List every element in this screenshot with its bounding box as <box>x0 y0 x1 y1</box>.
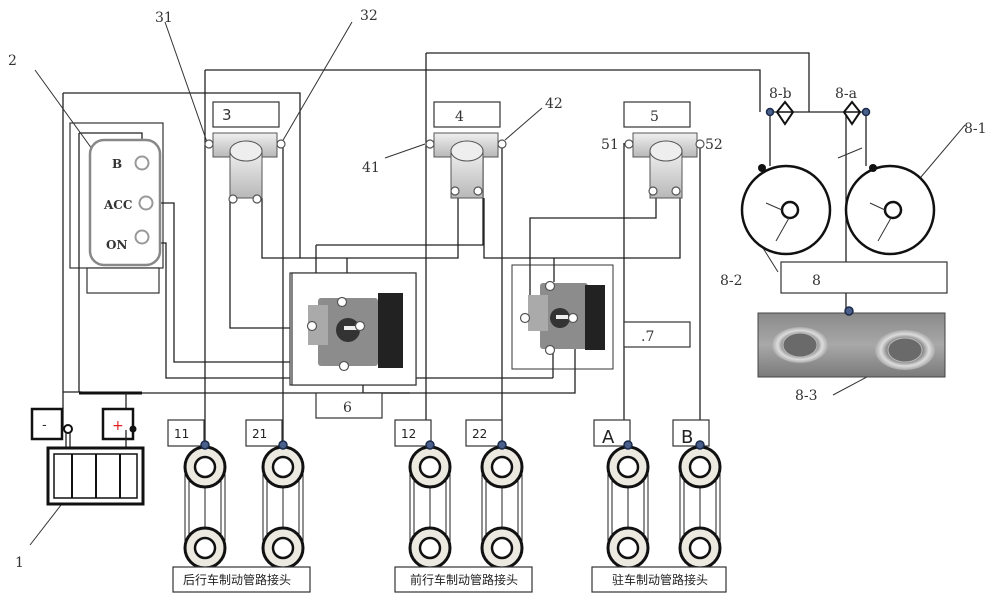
connector-port <box>623 440 633 450</box>
check-valves <box>765 100 871 126</box>
terminal-label-on: ON <box>106 238 127 252</box>
brake-connector-22: 22 <box>465 419 524 570</box>
label-52: 52 <box>705 137 723 153</box>
connector-port <box>425 440 435 450</box>
switch6-label: 6 <box>343 400 352 416</box>
terminal-label-acc: ACC <box>103 198 132 212</box>
label-41: 41 <box>362 160 380 176</box>
valve5-label: 5 <box>650 109 659 125</box>
reservoir-8-2 <box>740 164 832 256</box>
battery: - + <box>30 407 145 506</box>
group-captions: 后行车制动管路接头 前行车制动管路接头 驻车制动管路接头 <box>172 566 727 593</box>
sensor-plate-8-3 <box>757 306 946 378</box>
label-8-1: 8-1 <box>964 121 987 137</box>
brake-connector-12: 12 <box>394 419 452 570</box>
brake-connector-21: 21 <box>245 419 305 570</box>
brake-connector-b: B <box>672 419 722 570</box>
caption-rear-service-brake: 后行车制动管路接头 <box>183 572 291 587</box>
callout-labels: 2 31 32 41 42 51 52 8-b 8-a 8-1 8-2 8-3 … <box>8 8 987 571</box>
terminal-b <box>134 155 150 171</box>
solenoid-valve-5: 5 <box>623 101 705 199</box>
brake-connector-a: A <box>593 419 650 570</box>
terminal-label-b: B <box>112 157 122 171</box>
connector-label: A <box>602 427 615 448</box>
connector-label: B <box>681 427 693 448</box>
terminal-on <box>134 229 150 245</box>
reservoir-8-1 <box>844 164 936 256</box>
valve4-label: 4 <box>455 109 464 125</box>
connector-label: 12 <box>401 427 416 441</box>
valve3-label: 3 <box>222 106 232 124</box>
connector-label: 22 <box>472 427 487 441</box>
connector-port <box>278 440 288 450</box>
label-31: 31 <box>155 10 173 26</box>
label-8-2: 8-2 <box>720 273 743 289</box>
label-8-b: 8-b <box>769 86 792 102</box>
connector-label: 11 <box>174 427 189 441</box>
label-8-3: 8-3 <box>795 388 818 404</box>
caption-front-service-brake: 前行车制动管路接头 <box>410 572 518 587</box>
rotary-switch-6: 6 <box>289 272 417 419</box>
solenoid-valve-3: 3 <box>204 101 286 204</box>
unit-8: 8 <box>780 261 948 294</box>
label-8-a: 8-a <box>835 86 857 102</box>
brake-connectors: 11 21 12 22 A B <box>167 419 722 570</box>
rotary-switch-7: .7 <box>511 264 691 370</box>
brake-connector-11: 11 <box>167 419 227 570</box>
ignition-caption-box <box>86 267 160 294</box>
battery-negative-label: - <box>42 418 47 433</box>
label-32: 32 <box>360 8 378 24</box>
ignition-switch: B ACC ON <box>86 138 162 294</box>
switch7-label: .7 <box>641 329 654 345</box>
label-51: 51 <box>601 137 619 153</box>
caption-parking-brake: 驻车制动管路接头 <box>612 572 708 587</box>
terminal-acc <box>138 195 154 211</box>
solenoid-valve-4: 4 <box>425 101 507 199</box>
connector-port <box>200 440 210 450</box>
connector-port <box>497 440 507 450</box>
battery-positive-label: + <box>112 418 124 434</box>
connector-label: 21 <box>252 427 267 441</box>
label-42: 42 <box>545 96 563 112</box>
label-1: 1 <box>15 555 24 571</box>
unit8-label: 8 <box>812 273 821 289</box>
label-2: 2 <box>8 53 17 69</box>
connector-port <box>695 440 705 450</box>
